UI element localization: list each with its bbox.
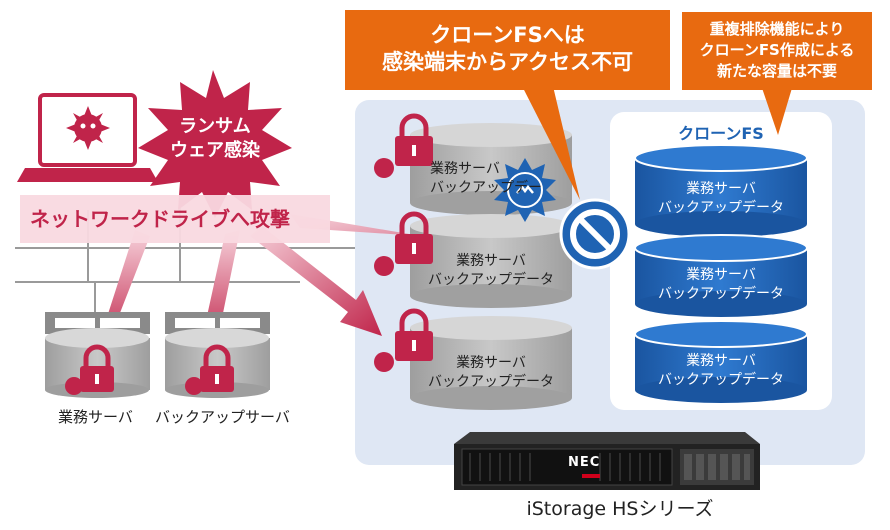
cylinder-line1: 業務サーバ (456, 253, 526, 269)
clone-cylinder-1 (634, 144, 808, 237)
side-callout: 重複排除機能により クローンFS作成による 新たな容量は不要 (682, 12, 872, 90)
clone-cylinder-3 (634, 320, 808, 403)
lock-icon (65, 344, 114, 395)
attack-banner: ネットワークドライブへ攻撃 (30, 207, 290, 231)
side-callout-pointer (762, 88, 792, 135)
lock-icon (374, 113, 433, 178)
side-callout-line1: 重複排除機能により (709, 20, 845, 38)
side-callout-line2: クローンFS作成による (699, 41, 855, 59)
main-callout-line2: 感染端末からアクセス不可 (382, 50, 633, 74)
infected-cylinder-middle-label: 業務サーバ バックアップデータ (416, 252, 566, 290)
istorage-appliance (454, 432, 760, 490)
cylinder-line2: バックアップデータ (428, 272, 554, 288)
lock-icon (374, 308, 433, 372)
cylinder-line1: 業務サーバ (456, 355, 526, 371)
cylinder-line1: 業務サーバ (686, 181, 756, 197)
side-callout-line3: 新たな容量は不要 (716, 62, 837, 80)
backup-server-label: バックアップサーバ (155, 408, 290, 426)
clone-cylinder-2 (634, 234, 808, 317)
lock-icon (374, 211, 433, 276)
no-access-icon (559, 198, 631, 270)
infected-cylinder-bottom-label: 業務サーバ バックアップデータ (416, 354, 566, 392)
virus-icon (494, 158, 556, 222)
infected-cylinder-middle (410, 214, 572, 308)
laptop-icon (17, 93, 158, 182)
clone-cylinder-2-label: 業務サーバ バックアップデータ (640, 266, 802, 304)
burst-line1: ランサム (179, 116, 251, 137)
burst-line2: ウェア感染 (170, 140, 260, 161)
clone-cylinder-1-label: 業務サーバ バックアップデータ (640, 180, 802, 218)
nec-logo: NEC (568, 455, 601, 470)
cylinder-line2: バックアップデータ (428, 374, 554, 390)
infected-cylinder-top-label: 業務サーバ バックアップデー (430, 160, 560, 198)
appliance-caption: iStorage HSシリーズ (526, 498, 714, 520)
lock-icon (185, 344, 234, 395)
cylinder-line1: 業務サーバ (686, 267, 756, 283)
infected-cylinder-bottom (410, 316, 572, 410)
clone-panel-title: クローンFS (678, 124, 764, 143)
cylinder-line2: バックアップデータ (658, 200, 784, 216)
main-callout: クローンFSへは 感染端末からアクセス不可 (345, 10, 670, 90)
cylinder-line2: バックアップデータ (658, 286, 784, 302)
burst-text: ランサム ウェア感染 (160, 115, 270, 163)
cylinder-line2: バックアップデータ (658, 372, 784, 388)
cylinder-line2: バックアップデー (430, 180, 542, 196)
main-callout-line1: クローンFSへは (430, 23, 585, 47)
business-server-label: 業務サーバ (58, 408, 133, 426)
main-callout-pointer (520, 82, 580, 200)
attack-banner-bg (20, 195, 330, 243)
infection-burst (138, 70, 292, 218)
cylinder-line1: 業務サーバ (686, 353, 756, 369)
cylinder-line1: 業務サーバ (430, 161, 500, 177)
clone-cylinder-3-label: 業務サーバ バックアップデータ (640, 352, 802, 390)
